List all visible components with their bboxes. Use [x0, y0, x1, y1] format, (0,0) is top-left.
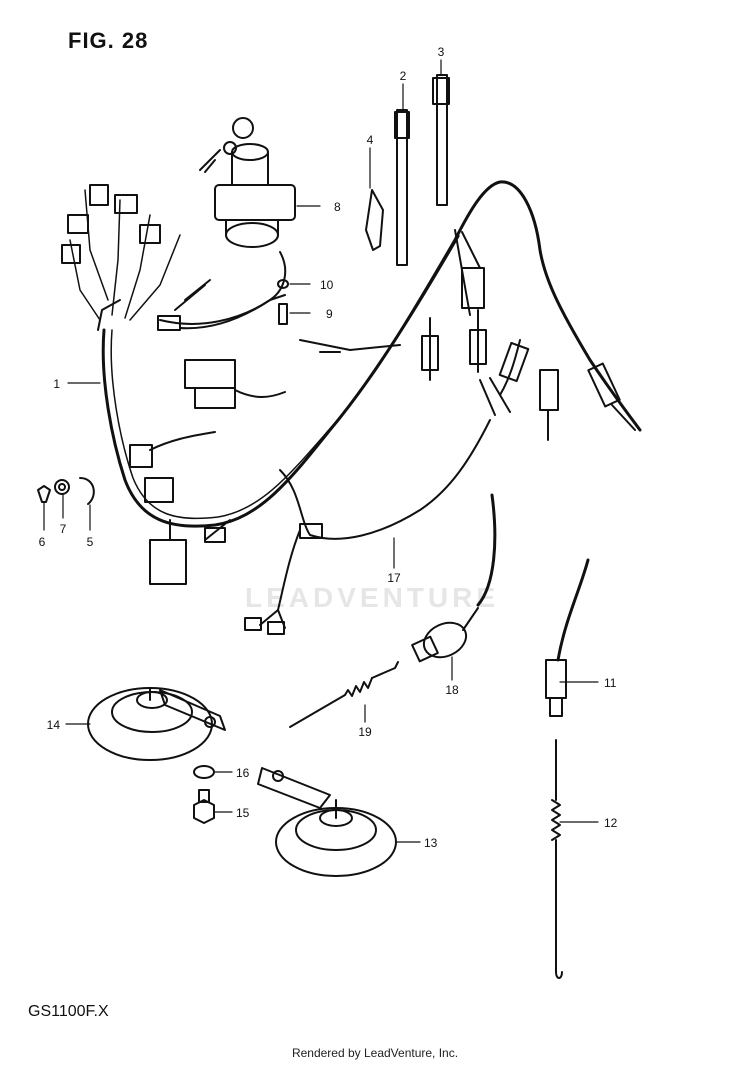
part-10-clip: [277, 279, 289, 289]
callout-3: 3: [438, 45, 445, 59]
callout-13: 13: [424, 836, 438, 850]
callout-7: 7: [60, 522, 67, 536]
brake-light-switch: [545, 558, 590, 979]
clamp-bands: [365, 74, 450, 266]
callout-5: 5: [87, 535, 94, 549]
ignition-switch: [179, 117, 296, 330]
model-code: GS1100F.X: [28, 1003, 109, 1020]
stop-switch: [411, 493, 497, 663]
sub-harness: [244, 419, 491, 635]
washer: [193, 765, 215, 779]
callout-2: 2: [400, 69, 407, 83]
part-9-screw: [278, 303, 288, 325]
callout-6: 6: [39, 535, 46, 549]
footer-credit: Rendered by LeadVenture, Inc.: [291, 1046, 459, 1060]
callout-12: 12: [604, 816, 618, 830]
return-spring: [289, 661, 399, 728]
small-hardware: [37, 477, 95, 505]
callout-8: 8: [334, 200, 341, 214]
wiring-harness: [61, 180, 642, 585]
figure-title: FIG. 28: [68, 28, 149, 53]
callout-15: 15: [236, 806, 250, 820]
bolt: [193, 789, 215, 824]
leader-lines: [43, 59, 599, 843]
callout-16: 16: [236, 766, 250, 780]
watermark: LEADVENTURE: [245, 582, 500, 613]
callout-labels: 1 2 3 4 5 6 7 8 9 10 11 12 13 14 15 16 1…: [39, 45, 618, 850]
callout-4: 4: [367, 133, 374, 147]
callout-9: 9: [326, 307, 333, 321]
horn-left: [87, 687, 226, 761]
callout-19: 19: [358, 725, 372, 739]
callout-11: 11: [604, 676, 617, 690]
callout-18: 18: [445, 683, 459, 697]
callout-17: 17: [387, 571, 401, 585]
horn-right: [257, 767, 397, 877]
callout-1: 1: [53, 377, 60, 391]
callout-14: 14: [47, 718, 61, 732]
callout-10: 10: [320, 278, 334, 292]
